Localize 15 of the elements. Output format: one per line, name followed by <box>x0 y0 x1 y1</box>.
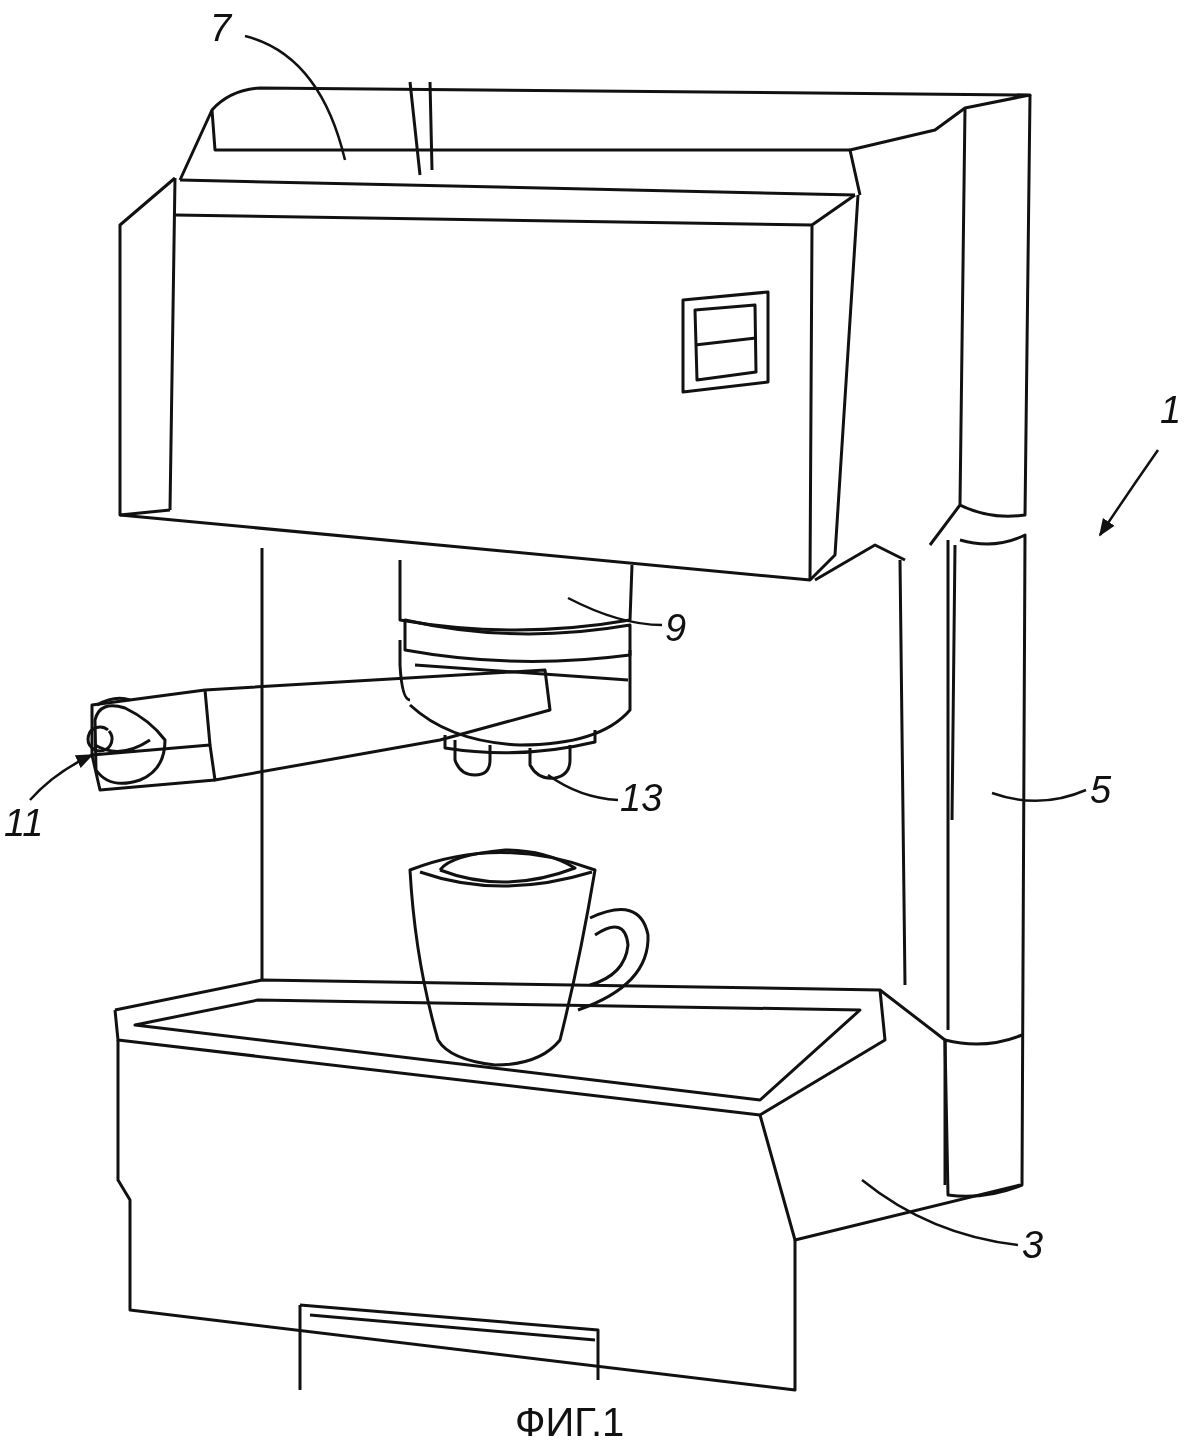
leader-line <box>567 596 663 627</box>
callout-number: 7 <box>210 8 232 48</box>
callout-number: 11 <box>4 803 44 843</box>
leader-line <box>29 753 94 801</box>
callout-number: 3 <box>1022 1225 1044 1265</box>
leader-line <box>547 773 619 802</box>
callout-number: 9 <box>665 608 687 648</box>
leader-line <box>1098 449 1160 537</box>
figure-caption: ФИГ.1 <box>515 1400 625 1444</box>
callout-number: 5 <box>1090 770 1112 810</box>
leader-line <box>244 34 347 161</box>
callout-number: 1 <box>1160 390 1182 430</box>
callout-number: 13 <box>620 778 663 818</box>
leader-line <box>861 1179 1019 1247</box>
leader-line <box>991 788 1087 802</box>
